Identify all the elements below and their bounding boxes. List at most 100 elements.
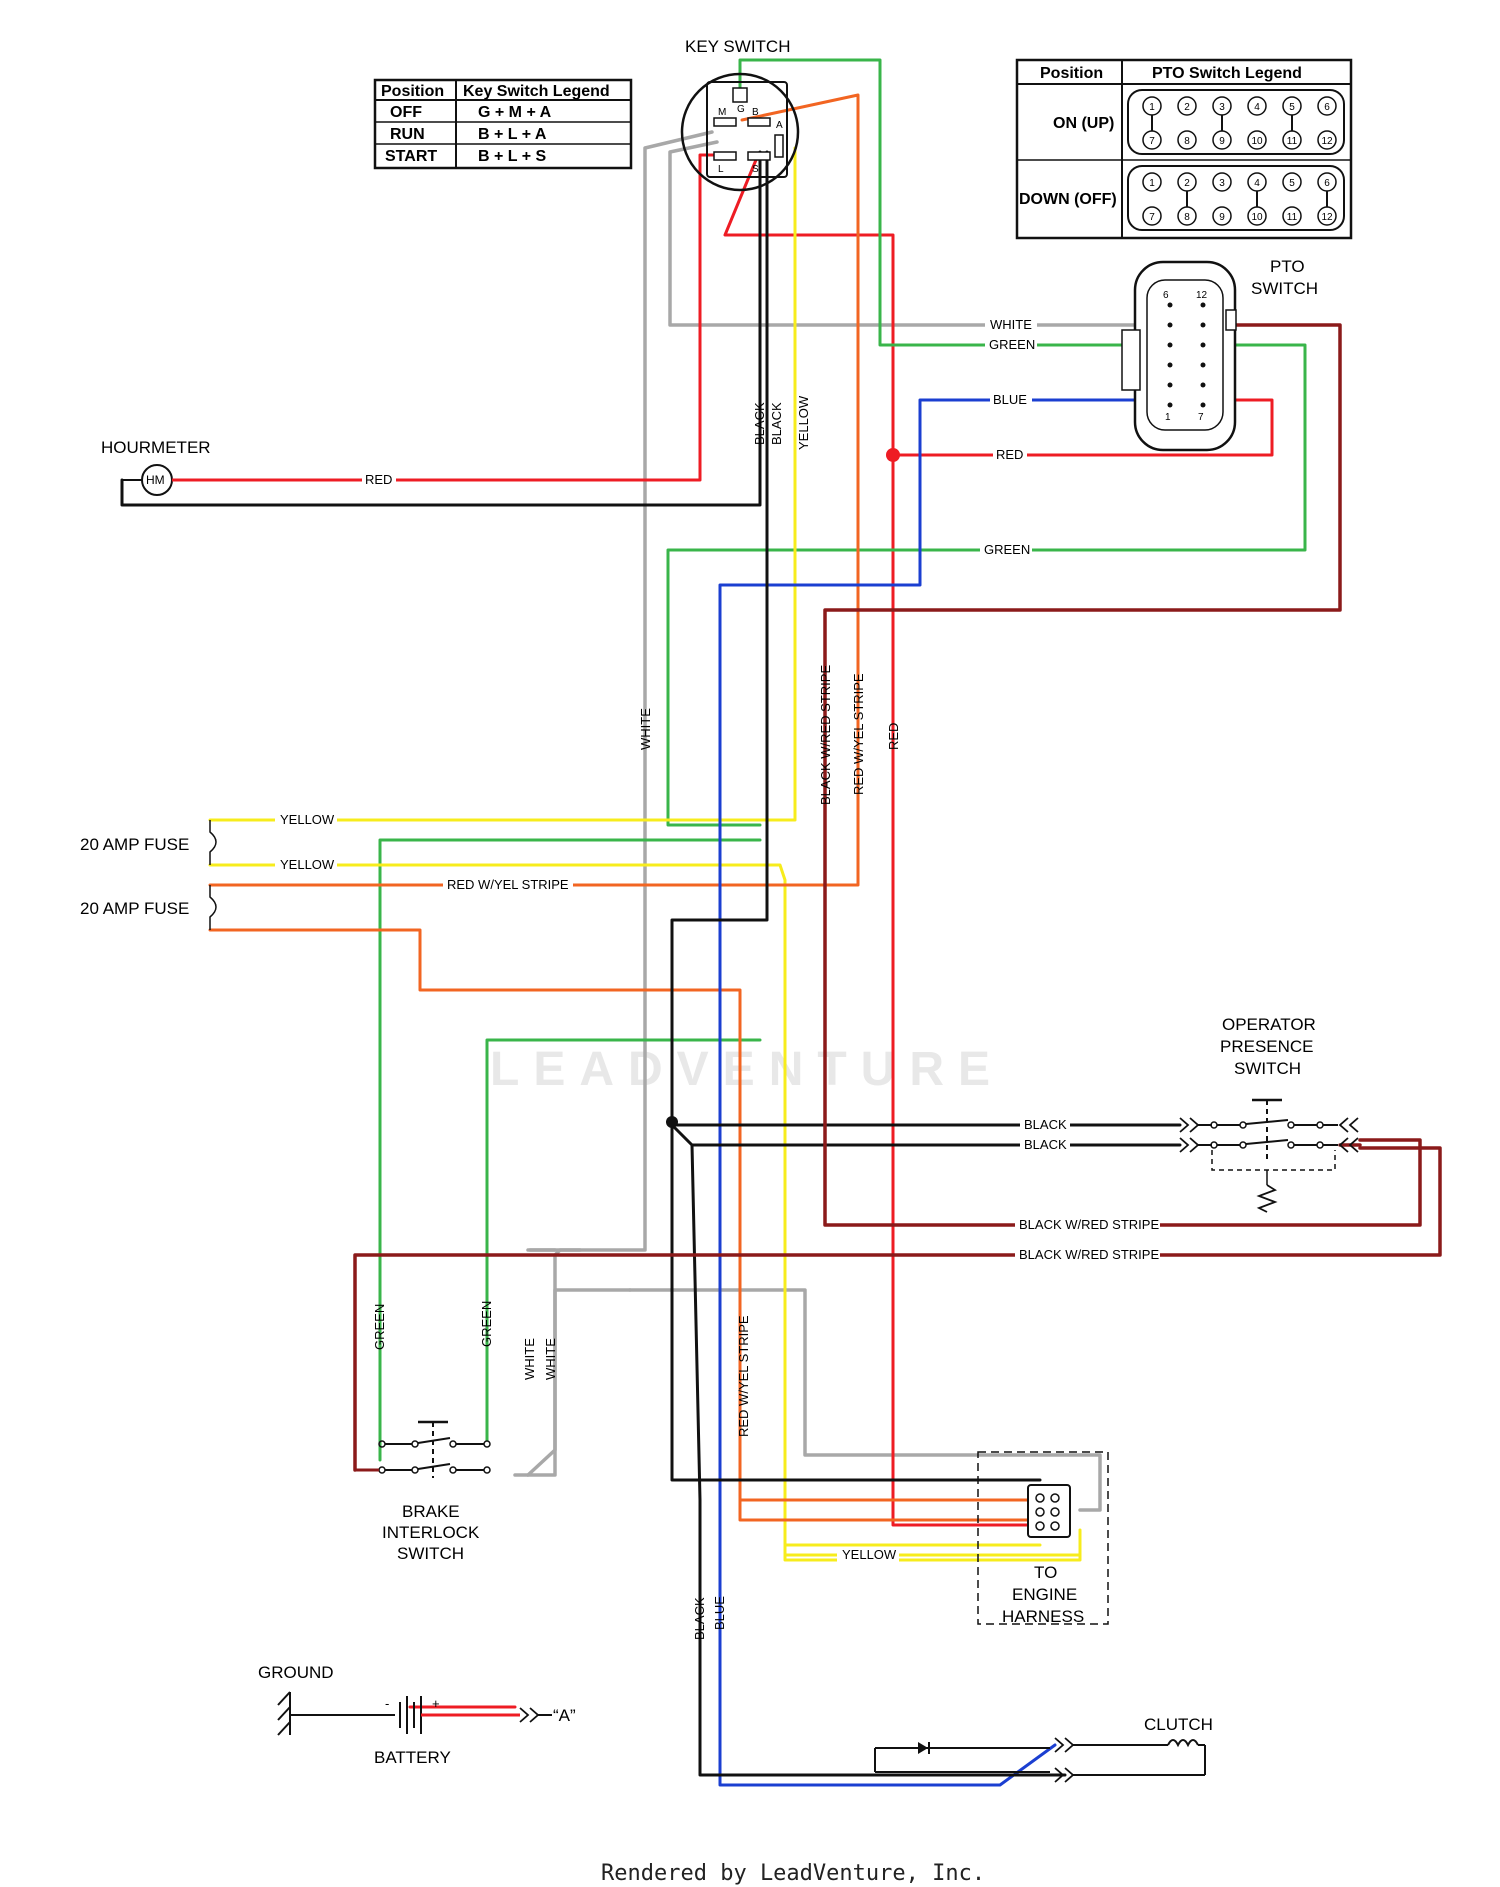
pto-switch: PTO SWITCH 6 12 1 7 <box>1121 257 1318 452</box>
pto-legend-pin-circle <box>1247 130 1267 150</box>
label-red-hm: RED <box>365 472 392 487</box>
pto-legend-pin-label: 12 <box>1321 136 1333 147</box>
pto-legend-pin-label: 12 <box>1321 212 1333 223</box>
wire-blue <box>718 398 1172 1787</box>
label-yellow-f2: YELLOW <box>280 857 335 872</box>
wire-yellow <box>208 146 1082 1562</box>
key-switch-title: KEY SWITCH <box>685 37 790 56</box>
pto-legend-pin-label: 5 <box>1289 178 1295 189</box>
pto-legend-pin-label: 7 <box>1149 212 1155 223</box>
operator-presence-switch: OPERATOR PRESENCE SWITCH <box>1179 1015 1359 1213</box>
key-legend-start: START <box>385 148 437 165</box>
pto-switch-pins <box>1167 302 1206 408</box>
pto-switch-title-2: SWITCH <box>1251 279 1318 298</box>
pto-switch-pin <box>1200 362 1206 368</box>
engine-harness: TO ENGINE HARNESS <box>977 1451 1109 1626</box>
key-legend-run: RUN <box>390 126 425 143</box>
pto-legend-pin-label: 11 <box>1287 136 1298 147</box>
label-blue-bot: BLUE <box>712 1596 727 1630</box>
black-splice-dot <box>666 1116 678 1128</box>
fuse-2: 20 AMP FUSE <box>80 885 217 930</box>
wire-white <box>513 130 1147 1512</box>
battery-minus: - <box>385 1696 389 1711</box>
key-pin-g: G <box>737 104 745 115</box>
pto-switch-pin <box>1200 322 1206 328</box>
wire-black-red-stripe <box>353 323 1442 1472</box>
label-yellow-f1: YELLOW <box>280 812 335 827</box>
label-black-ops2: BLACK <box>1024 1137 1067 1152</box>
clutch-label: CLUTCH <box>1144 1715 1213 1734</box>
key-pin-b: B <box>752 107 759 118</box>
key-legend-start-value: B + L + S <box>478 148 547 165</box>
label-rwy-f: RED W/YEL STRIPE <box>447 877 569 892</box>
pto-switch-pin <box>1167 382 1173 388</box>
pto-pin-6: 6 <box>1163 290 1169 301</box>
pto-switch-pin <box>1200 382 1206 388</box>
pto-legend-pin-label: 6 <box>1324 178 1330 189</box>
pto-legend-pin-label: 10 <box>1251 136 1263 147</box>
brake-title-3: SWITCH <box>397 1544 464 1563</box>
pto-legend-pin-label: 1 <box>1149 178 1155 189</box>
clutch: CLUTCH <box>874 1715 1213 1783</box>
pto-switch-pin <box>1167 362 1173 368</box>
label-rwy-low: RED W/YEL STRIPE <box>736 1315 751 1437</box>
label-white-b2: WHITE <box>543 1338 558 1380</box>
pto-legend-pin-circle <box>1282 206 1302 226</box>
pto-legend-header-position: Position <box>1040 65 1103 82</box>
pto-legend-pin-label: 9 <box>1219 136 1225 147</box>
label-yellow-low: YELLOW <box>842 1547 897 1562</box>
pto-legend-pin-circle <box>1177 130 1197 150</box>
pto-legend-pin-label: 10 <box>1251 212 1263 223</box>
fuse-1: 20 AMP FUSE <box>80 820 217 865</box>
engine-title-2: ENGINE <box>1012 1585 1077 1604</box>
pto-legend-pin-label: 4 <box>1254 178 1260 189</box>
ops-title-3: SWITCH <box>1234 1059 1301 1078</box>
fuse-2-label: 20 AMP FUSE <box>80 899 189 918</box>
key-pin-m: M <box>718 107 726 118</box>
key-legend-header-legend: Key Switch Legend <box>463 83 610 100</box>
red-splice-dot <box>886 448 900 462</box>
key-legend-run-value: B + L + A <box>478 126 547 143</box>
pto-switch-legend: Position PTO Switch Legend ON (UP) DOWN … <box>1015 58 1353 240</box>
pto-legend-pin-label: 3 <box>1219 178 1225 189</box>
key-switch-legend: Position Key Switch Legend OFF G + M + A… <box>373 78 633 170</box>
pto-switch-pin <box>1200 342 1206 348</box>
pto-legend-pin-label: 1 <box>1149 102 1155 113</box>
label-black-bot: BLACK <box>692 1597 707 1640</box>
pto-legend-pin-label: 9 <box>1219 212 1225 223</box>
pto-legend-pin-label: 2 <box>1184 102 1190 113</box>
pto-legend-pin-label: 2 <box>1184 178 1190 189</box>
pto-switch-pin <box>1167 302 1173 308</box>
ops-title-1: OPERATOR <box>1222 1015 1316 1034</box>
battery-label: BATTERY <box>374 1748 451 1767</box>
wire-black <box>120 150 1182 1777</box>
brake-title-2: INTERLOCK <box>382 1523 480 1542</box>
pto-legend-pin-circle <box>1142 172 1162 192</box>
label-green-b2: GREEN <box>479 1301 494 1347</box>
label-bwr-h2: BLACK W/RED STRIPE <box>1019 1247 1159 1262</box>
key-legend-off-value: G + M + A <box>478 104 552 121</box>
label-blue-pto: BLUE <box>993 392 1027 407</box>
pto-legend-pin-label: 11 <box>1287 212 1298 223</box>
footer-text: Rendered by LeadVenture, Inc. <box>601 1861 985 1886</box>
key-pin-l: L <box>718 164 724 175</box>
pto-legend-pin-label: 7 <box>1149 136 1155 147</box>
engine-title-1: TO <box>1034 1563 1057 1582</box>
pto-legend-pin-circle <box>1282 172 1302 192</box>
label-white-pto: WHITE <box>990 317 1032 332</box>
label-white-b1: WHITE <box>522 1338 537 1380</box>
pto-pin-1: 1 <box>1165 412 1171 423</box>
pto-switch-pin <box>1167 402 1173 408</box>
hourmeter: HOURMETER HM <box>101 438 211 496</box>
pto-legend-down: DOWN (OFF) <box>1019 191 1117 208</box>
key-pin-s: S <box>752 164 759 175</box>
pto-legend-pin-circle <box>1247 96 1267 116</box>
label-bwr-v: BLACK W/RED STRIPE <box>818 665 833 805</box>
key-pin-a: A <box>776 120 783 131</box>
ops-title-2: PRESENCE <box>1220 1037 1314 1056</box>
battery-plus: + <box>432 1696 440 1711</box>
ground-battery: GROUND - + “A” BATTERY <box>258 1663 576 1767</box>
watermark: LEADVENTURE <box>490 1043 1004 1096</box>
pto-legend-on: ON (UP) <box>1053 115 1114 132</box>
label-white-v: WHITE <box>638 708 653 750</box>
